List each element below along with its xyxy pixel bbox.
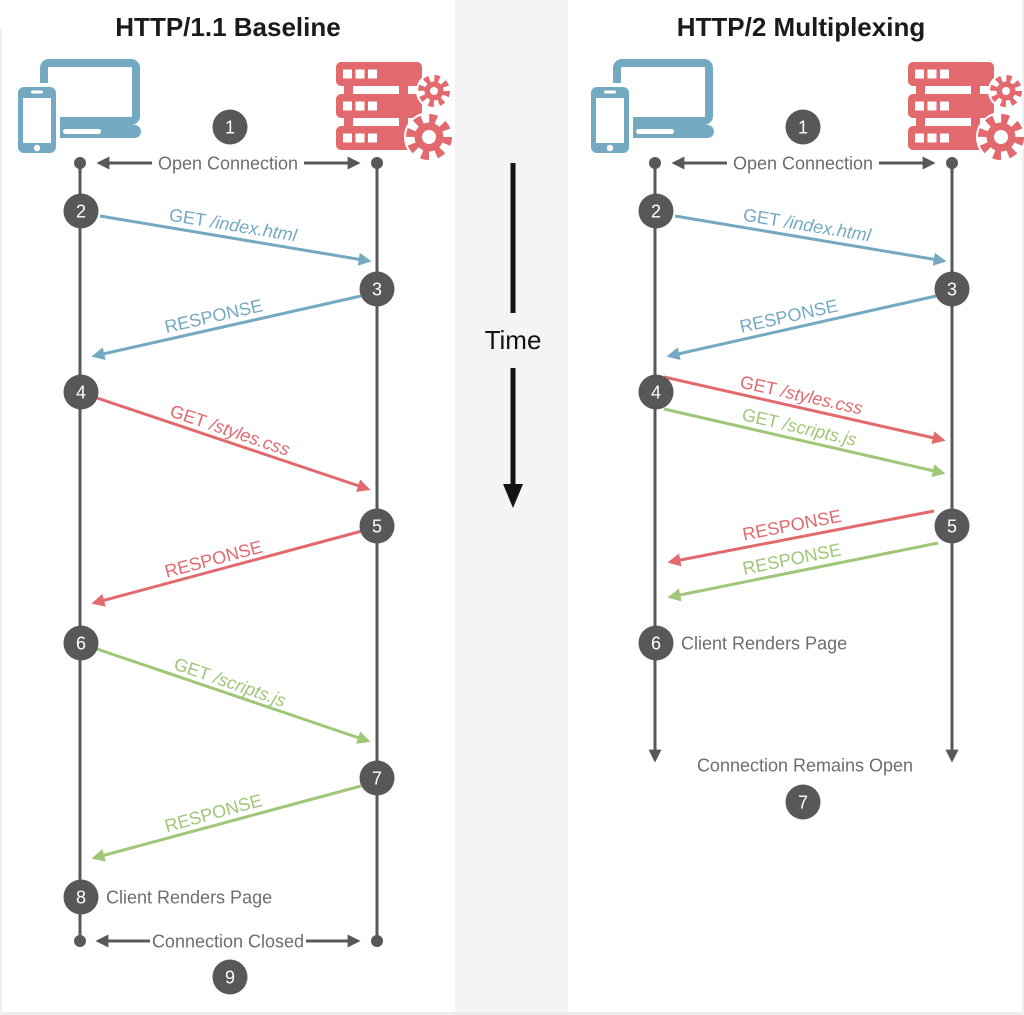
svg-text:9: 9	[225, 968, 235, 988]
svg-text:2: 2	[651, 202, 661, 222]
svg-text:3: 3	[372, 280, 382, 300]
time-axis: Time	[485, 163, 542, 508]
response-styles-arrow	[91, 529, 363, 607]
svg-text:1: 1	[225, 118, 235, 138]
open-connection-row: Open Connection	[671, 154, 936, 174]
right-panel-title: HTTP/2 Multiplexing	[677, 12, 925, 42]
svg-text:6: 6	[651, 634, 661, 654]
svg-text:1: 1	[798, 118, 808, 138]
client-renders-label: Client Renders Page	[106, 888, 272, 908]
server-gears-icon	[908, 62, 1024, 162]
get-index-arrow	[674, 214, 947, 266]
step-marker-1: 1	[212, 109, 248, 145]
step-marker-7: 7	[359, 760, 395, 796]
response-scripts-arrow	[667, 541, 939, 602]
response-index-arrow	[666, 294, 937, 361]
client-renders-label: Client Renders Page	[681, 634, 847, 654]
svg-text:8: 8	[76, 888, 86, 908]
left-panel-title: HTTP/1.1 Baseline	[115, 12, 340, 42]
client-devices-icon	[14, 59, 141, 157]
step-marker-6: 6	[63, 625, 99, 661]
get-styles-arrow	[96, 396, 371, 492]
step-marker-1: 1	[785, 109, 821, 145]
svg-text:4: 4	[76, 383, 86, 403]
time-strip	[455, 0, 568, 1015]
connection-remains-open-label: Connection Remains Open	[697, 756, 913, 776]
connection-closed-row: Connection Closed	[95, 932, 361, 952]
get-index-arrow	[99, 214, 372, 266]
response-index-arrow	[91, 294, 362, 361]
message-label-response-index: RESPONSE	[163, 295, 265, 337]
bottom-border	[0, 1012, 1024, 1015]
svg-text:2: 2	[76, 202, 86, 222]
step-marker-5: 5	[934, 508, 970, 544]
step-marker-2: 2	[638, 193, 674, 229]
step-marker-2: 2	[63, 193, 99, 229]
right-panel-lifelines	[648, 157, 959, 763]
lifeline-dot	[371, 157, 383, 169]
svg-text:7: 7	[372, 769, 382, 789]
lifeline-dot	[946, 157, 958, 169]
svg-text:3: 3	[947, 280, 957, 300]
message-label-get-scripts: GET/scripts.js	[171, 654, 288, 711]
time-arrowhead-icon	[503, 484, 523, 508]
lifeline-dot	[649, 157, 661, 169]
step-marker-3: 3	[359, 271, 395, 307]
open-connection-label: Open Connection	[733, 154, 873, 174]
message-label-get-styles: GET/styles.css	[168, 401, 293, 460]
svg-text:7: 7	[798, 793, 808, 813]
lifeline-dot	[74, 157, 86, 169]
message-label-response-scripts: RESPONSE	[163, 790, 265, 836]
step-marker-8: 8	[63, 879, 99, 915]
step-marker-4: 4	[638, 374, 674, 410]
step-marker-9: 9	[212, 959, 248, 995]
client-devices-icon	[587, 59, 714, 157]
message-label-response-styles: RESPONSE	[163, 537, 265, 582]
svg-text:4: 4	[651, 383, 661, 403]
open-connection-row: Open Connection	[96, 154, 361, 174]
get-styles-arrow	[663, 375, 946, 445]
step-marker-4: 4	[63, 374, 99, 410]
get-scripts-arrow	[96, 647, 371, 744]
response-scripts-arrow	[91, 784, 362, 862]
time-label: Time	[485, 325, 542, 355]
lifeline-dot	[74, 935, 86, 947]
svg-text:6: 6	[76, 634, 86, 654]
response-styles-arrow	[667, 509, 935, 567]
right-border	[1022, 0, 1024, 1015]
step-marker-3: 3	[934, 271, 970, 307]
get-scripts-arrow	[663, 407, 946, 478]
svg-text:5: 5	[947, 517, 957, 537]
server-gears-icon	[336, 62, 454, 162]
connection-closed-label: Connection Closed	[152, 932, 304, 952]
svg-text:5: 5	[372, 517, 382, 537]
left-border	[0, 28, 2, 1015]
open-connection-label: Open Connection	[158, 154, 298, 174]
lifeline-dot	[371, 935, 383, 947]
step-marker-7: 7	[785, 784, 821, 820]
step-marker-6: 6	[638, 625, 674, 661]
step-marker-5: 5	[359, 508, 395, 544]
